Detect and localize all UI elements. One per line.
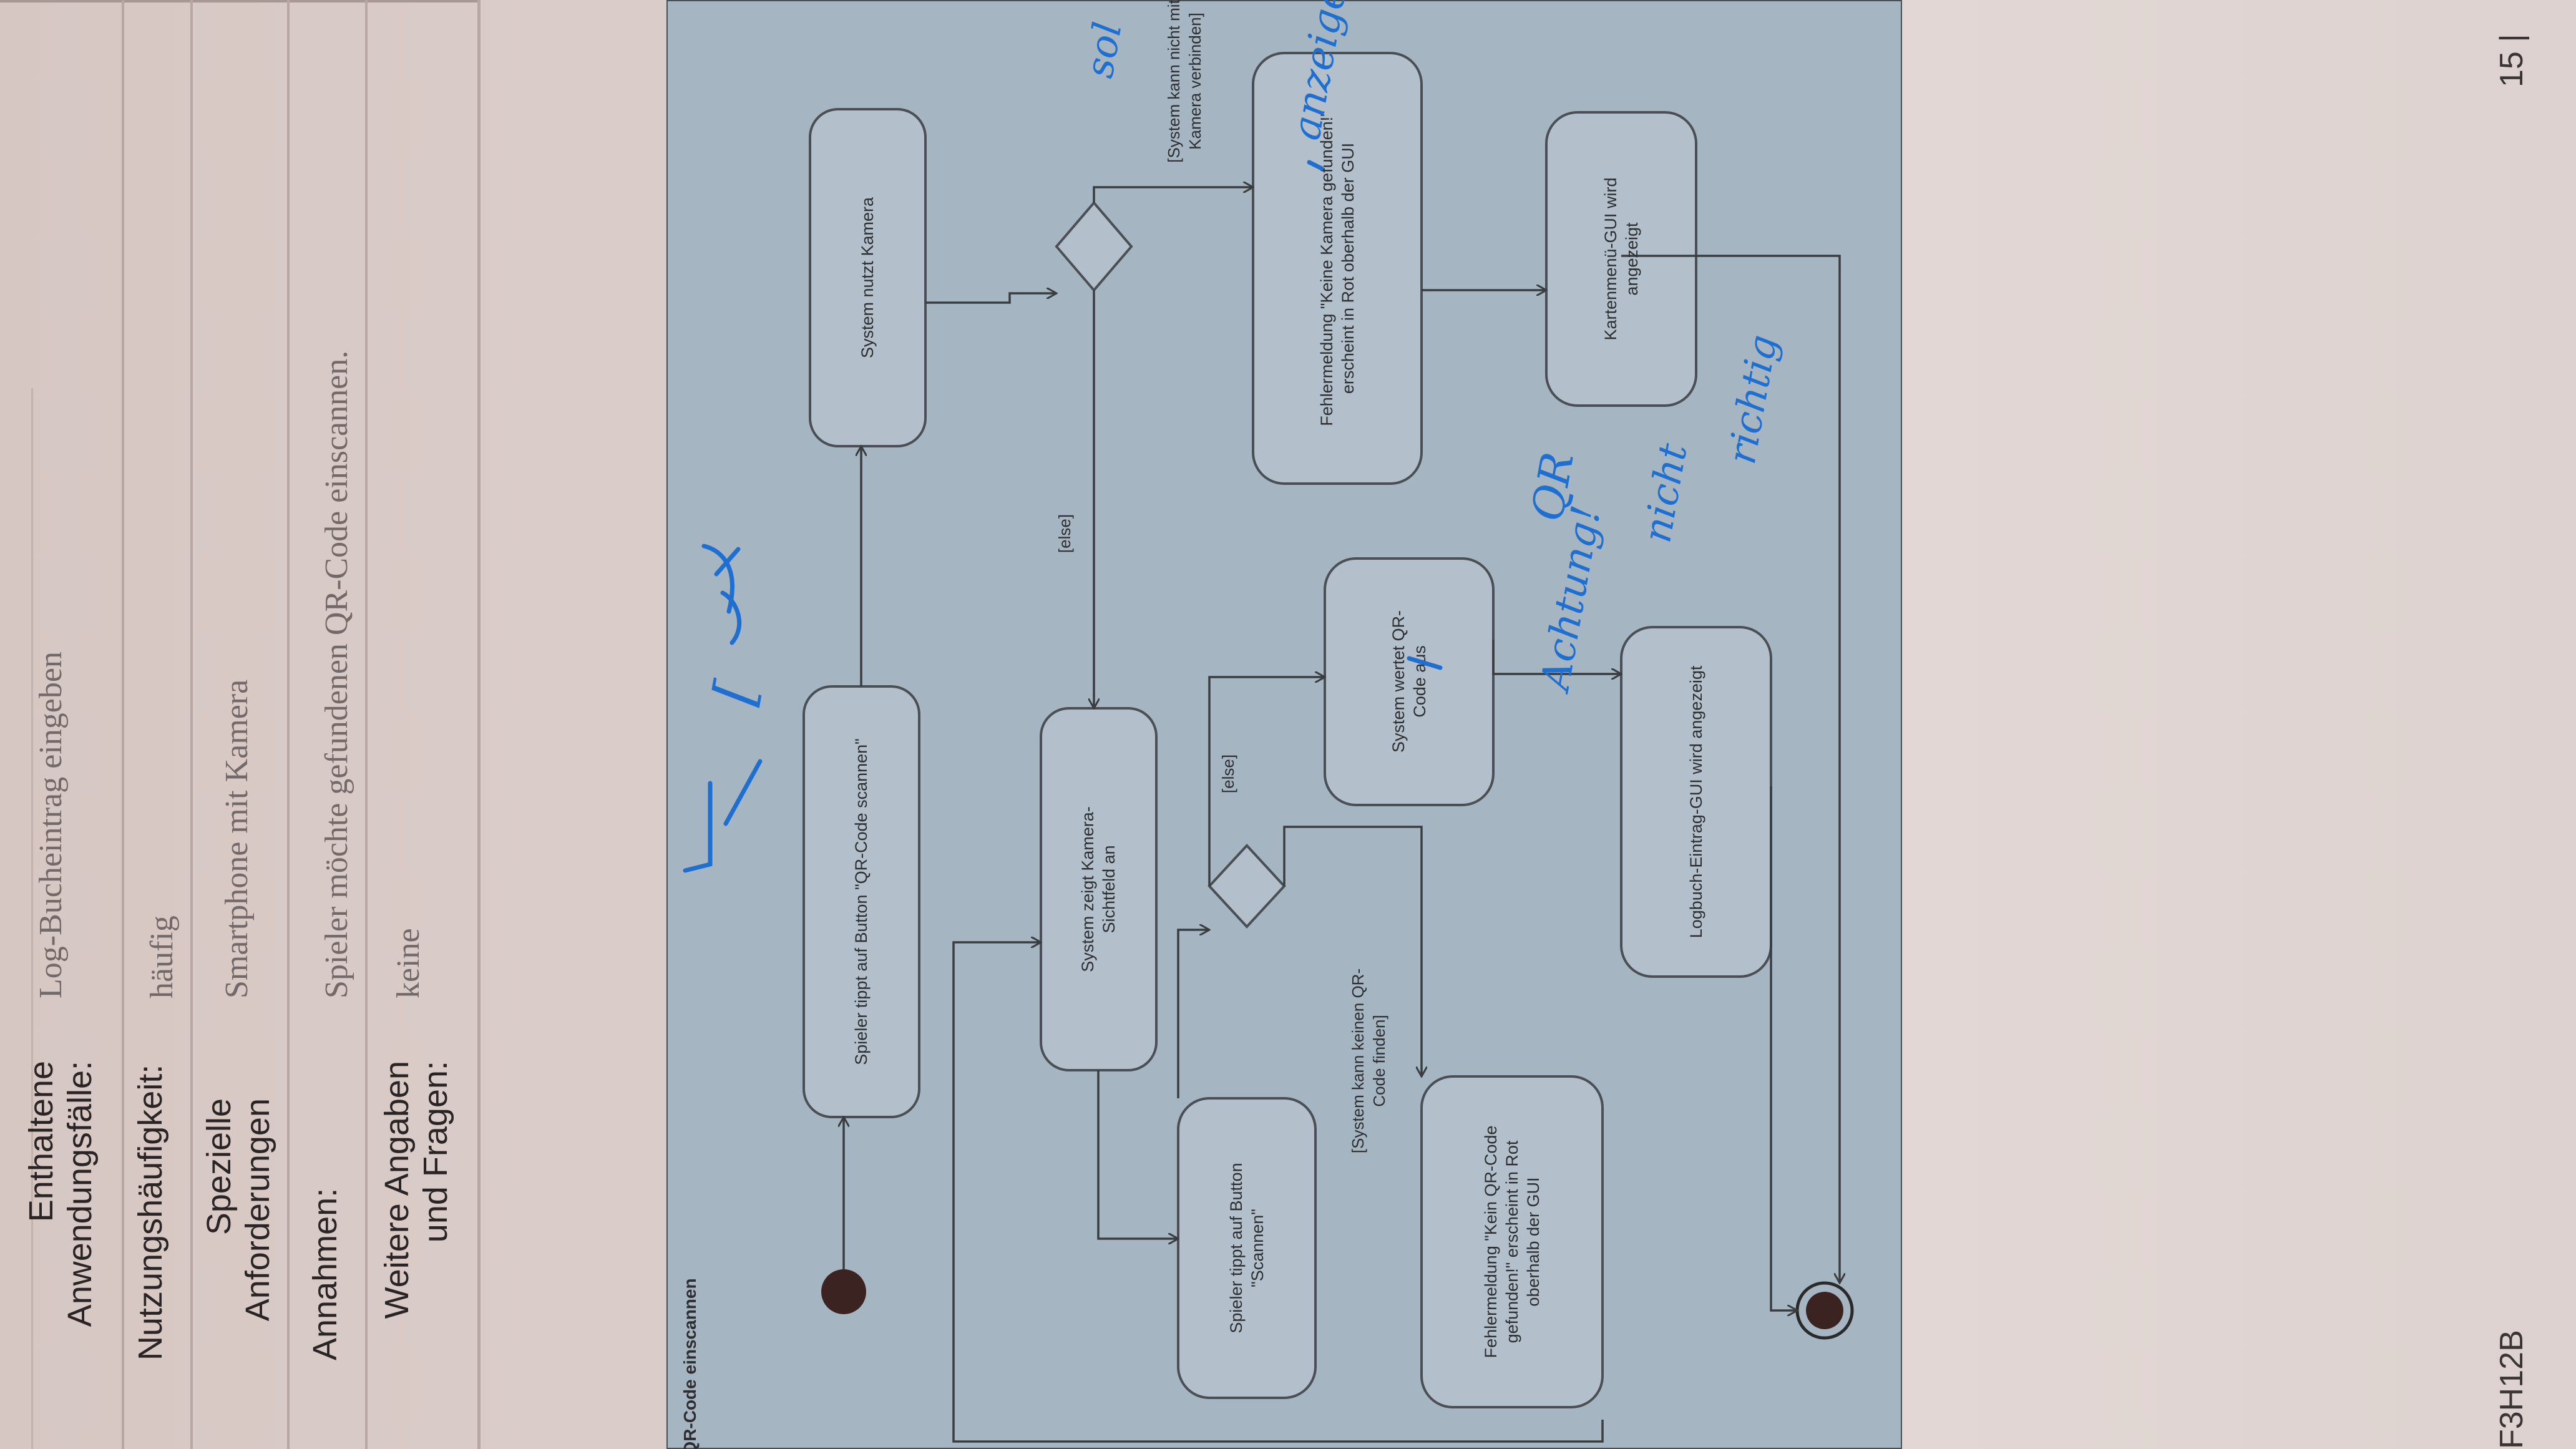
- row-value-spezielle: Smartphone mit Kamera: [219, 679, 255, 998]
- table-row-divider: [190, 0, 193, 1449]
- action-fehler-qr: [1420, 1075, 1604, 1408]
- diagram-canvas: [666, 0, 1902, 1449]
- row-value-nutzung: häufig: [144, 915, 180, 998]
- edge-d1-n4: [1093, 187, 1253, 203]
- row-label-weitere: Weitere Angaben und Fragen:: [378, 1061, 454, 1319]
- table-row-divider: [287, 0, 290, 1449]
- row-label-annahmen: Annahmen:: [306, 1188, 344, 1360]
- action-keine-kamera: [1252, 52, 1423, 485]
- table-row-divider: [122, 0, 124, 1449]
- footer-page-number: 15 |: [2494, 34, 2530, 87]
- start-node: [821, 1269, 866, 1314]
- row-label-spezielle: Spezielle Anforderungen: [200, 1098, 276, 1322]
- edge-d2-n8: [1283, 826, 1422, 1076]
- edge-n3-n5: [1097, 1070, 1178, 1239]
- table-border: [0, 0, 481, 2]
- table-row-divider: [365, 0, 368, 1449]
- row-value-enthaltene: Log-Bucheintrag eingeben: [33, 651, 69, 998]
- edge-n8-loop: [952, 942, 1604, 1443]
- decision-kamera: [1055, 200, 1133, 293]
- action-system-nutzt-kamera: [809, 108, 927, 447]
- activity-diagram: QR-Code einscannen Spieler tippt auf But…: [666, 0, 1902, 1449]
- row-value-weitere: keine: [391, 928, 426, 998]
- handwriting-strokes: [683, 160, 1443, 873]
- row-label-nutzung: Nutzungshäufigkeit:: [132, 1064, 169, 1360]
- footer-code: F3H12B: [2494, 1330, 2530, 1449]
- hand-note-sol: sol: [1076, 18, 1131, 82]
- action-kartenmenue: [1545, 111, 1697, 407]
- edge-n9-end: [1770, 786, 1797, 1310]
- action-spieler-scannen: [1177, 1097, 1317, 1399]
- edge-n7-end: [1621, 255, 1840, 1283]
- hand-bracket-stroke: [683, 781, 713, 873]
- table-bottom-border: [477, 0, 481, 1449]
- row-label-enthaltene: Enthaltene Anwendungsfälle:: [22, 1061, 99, 1327]
- table-column-divider: [31, 388, 33, 1449]
- edge-n6-n9: [1492, 640, 1621, 674]
- row-value-annahmen: Spieler möchte gefundenen QR-Code einsca…: [319, 350, 354, 998]
- edge-n5-d2: [1177, 930, 1209, 1098]
- edge-n2-d1: [925, 293, 1056, 304]
- edge-d2-n6: [1208, 677, 1325, 886]
